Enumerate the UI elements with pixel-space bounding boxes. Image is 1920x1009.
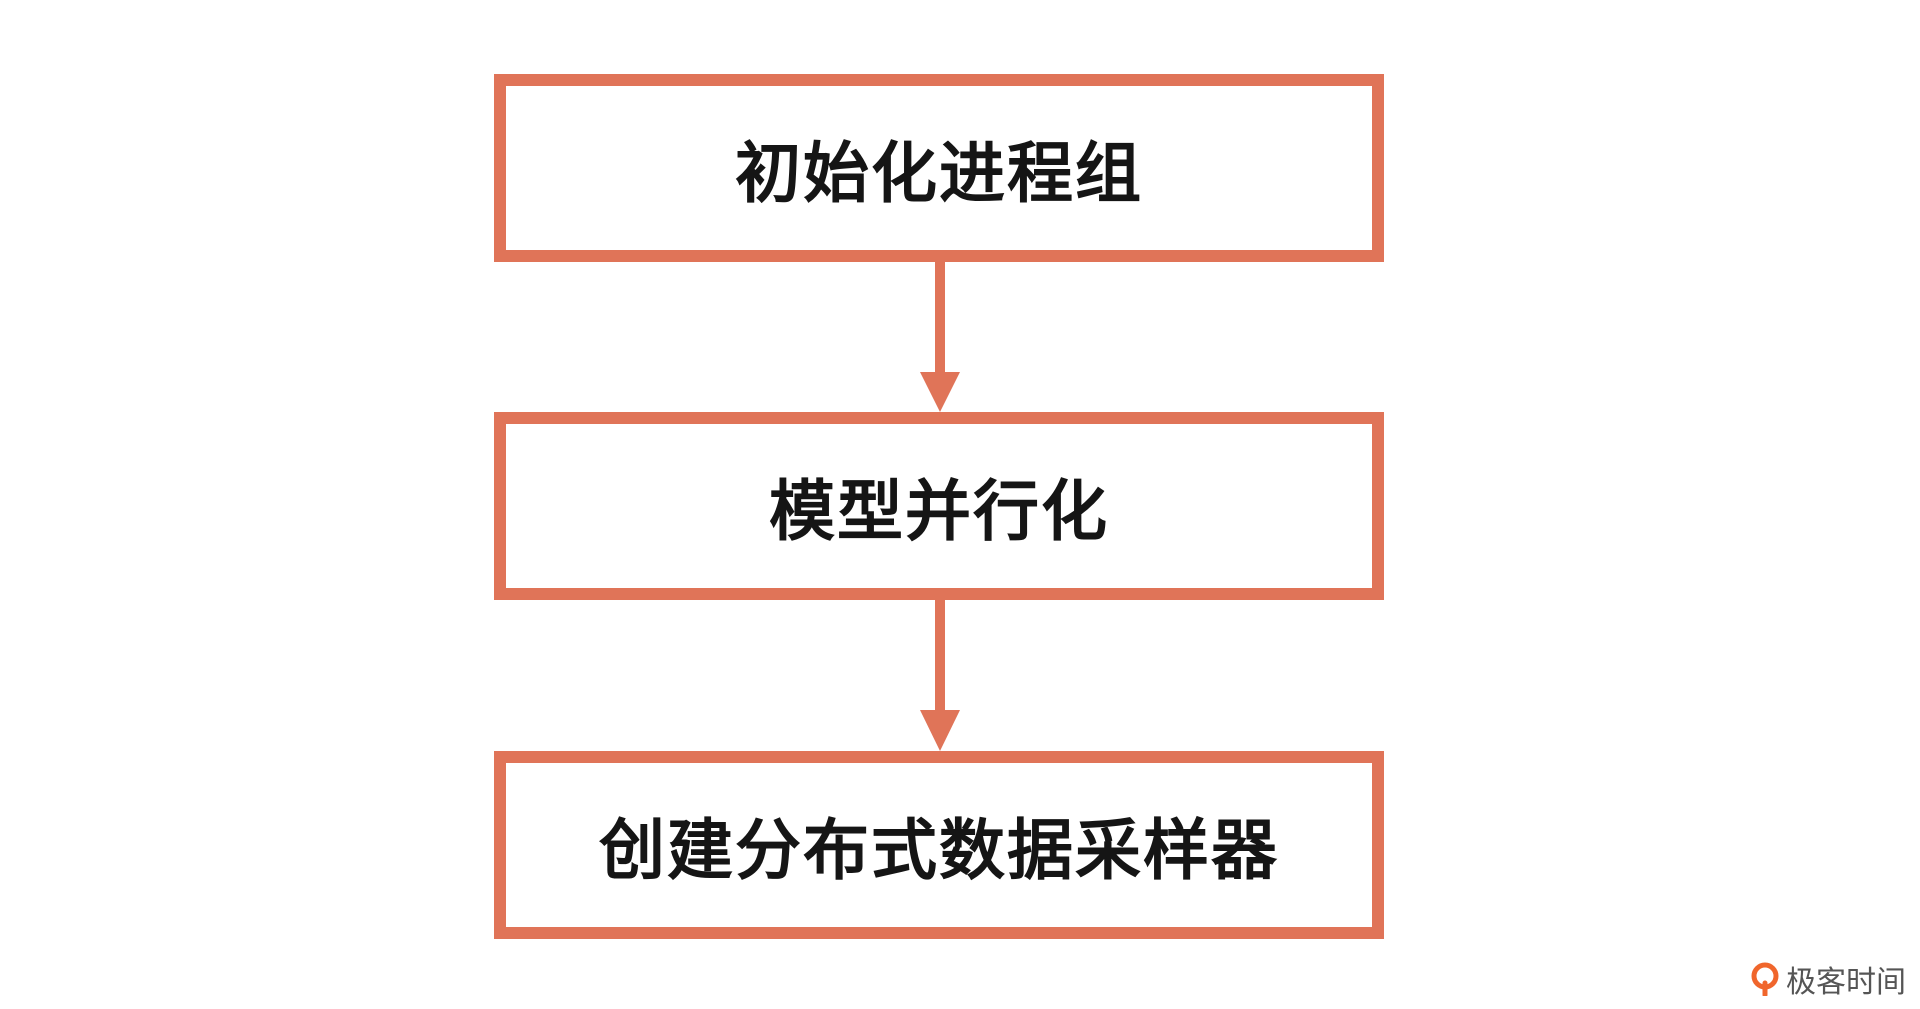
step-box-distributed-sampler: 创建分布式数据采样器 bbox=[494, 751, 1384, 939]
step-label: 模型并行化 bbox=[769, 473, 1109, 550]
step-box-model-parallelize: 模型并行化 bbox=[494, 412, 1384, 600]
step-label: 创建分布式数据采样器 bbox=[599, 812, 1279, 889]
watermark-text: 极客时间 bbox=[1786, 965, 1906, 1000]
arrow-step2-to-step3 bbox=[920, 600, 960, 751]
step-label: 初始化进程组 bbox=[735, 135, 1143, 212]
arrow-step1-to-step2 bbox=[920, 262, 960, 412]
geektime-logo-icon bbox=[1751, 962, 1779, 996]
step-box-init-process-group: 初始化进程组 bbox=[494, 74, 1384, 262]
watermark: 极客时间 bbox=[1750, 957, 1906, 1001]
